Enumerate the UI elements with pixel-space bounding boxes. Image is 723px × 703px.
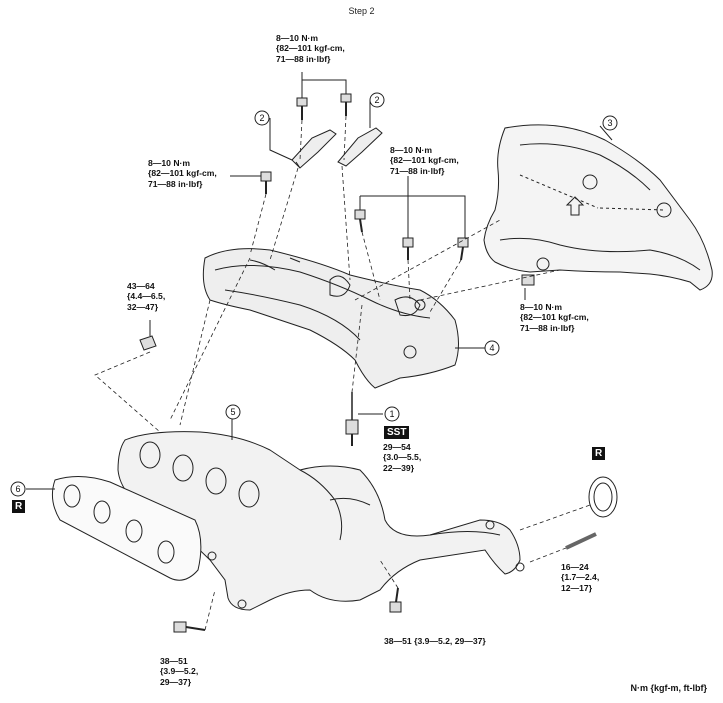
torque-insulator-bolts: 8—10 N·m {82—101 kgf-cm, 71—88 in·lbf}: [390, 145, 459, 176]
heated-oxygen-sensor: [345, 392, 359, 446]
bolt-top-left: [296, 97, 308, 120]
bolt-bottom-left: [173, 621, 206, 633]
bolt-left: [260, 171, 272, 194]
callout-5: [225, 404, 241, 420]
callout-2b-label: 2: [374, 95, 379, 105]
replace-badge-ring: R: [592, 447, 606, 460]
callout-6: [10, 481, 26, 497]
callout-4-label: 4: [489, 343, 494, 353]
bolt-mid-2: [402, 237, 414, 260]
sst-badge: SST: [384, 426, 410, 439]
nut-manifold: [139, 335, 157, 351]
bolt-mid-1: [354, 209, 366, 233]
bolt-top-right: [340, 93, 352, 116]
ring-gasket: [588, 476, 618, 518]
bolt-mid-3: [457, 237, 469, 261]
torque-oxygen-sensor: 29—54 {3.0—5.5, 22—39}: [383, 442, 422, 473]
callout-3-label: 3: [607, 118, 612, 128]
exhaust-manifold: [117, 431, 525, 611]
callout-6-label: 6: [15, 484, 20, 494]
callout-1-label: 1: [389, 409, 394, 419]
unit-note: N·m {kgf-m, ft-lbf}: [630, 683, 708, 693]
torque-bottom-mid-bolt: 38—51 {3.9—5.2, 29—37}: [384, 636, 486, 646]
torque-stud-bolt: 16—24 {1.7—2.4, 12—17}: [561, 562, 600, 593]
torque-insulator-nut: 8—10 N·m {82—101 kgf-cm, 71—88 in·lbf}: [520, 302, 589, 333]
callout-5-label: 5: [230, 407, 235, 417]
replace-badge-gasket: R: [12, 500, 26, 513]
bolt-bottom-mid: [389, 587, 402, 613]
nut-insulator: [521, 274, 535, 286]
torque-manifold-nut: 43—64 {4.4—6.5, 32—47}: [127, 281, 166, 312]
callout-1: [384, 406, 400, 422]
bracket-right: [337, 127, 383, 167]
callout-4: [484, 340, 500, 356]
torque-left-bolt: 8—10 N·m {82—101 kgf-cm, 71—88 in·lbf}: [148, 158, 217, 189]
bracket-left: [291, 129, 337, 169]
stud-bolt: [565, 532, 597, 550]
exhaust-manifold-gasket: [51, 476, 202, 581]
callout-3: [602, 115, 618, 131]
step-title: Step 2: [348, 6, 375, 16]
callout-2a-label: 2: [259, 113, 264, 123]
torque-top-brackets: 8—10 N·m {82—101 kgf-cm, 71—88 in·lbf}: [276, 33, 345, 64]
callout-2a: [254, 110, 270, 126]
callout-2b: [369, 92, 385, 108]
torque-bottom-left-bolt: 38—51 {3.9—5.2, 29—37}: [160, 656, 199, 687]
heat-insulator-exhaust-manifold: [483, 124, 713, 291]
heat-insulator-manifold: [202, 248, 459, 389]
